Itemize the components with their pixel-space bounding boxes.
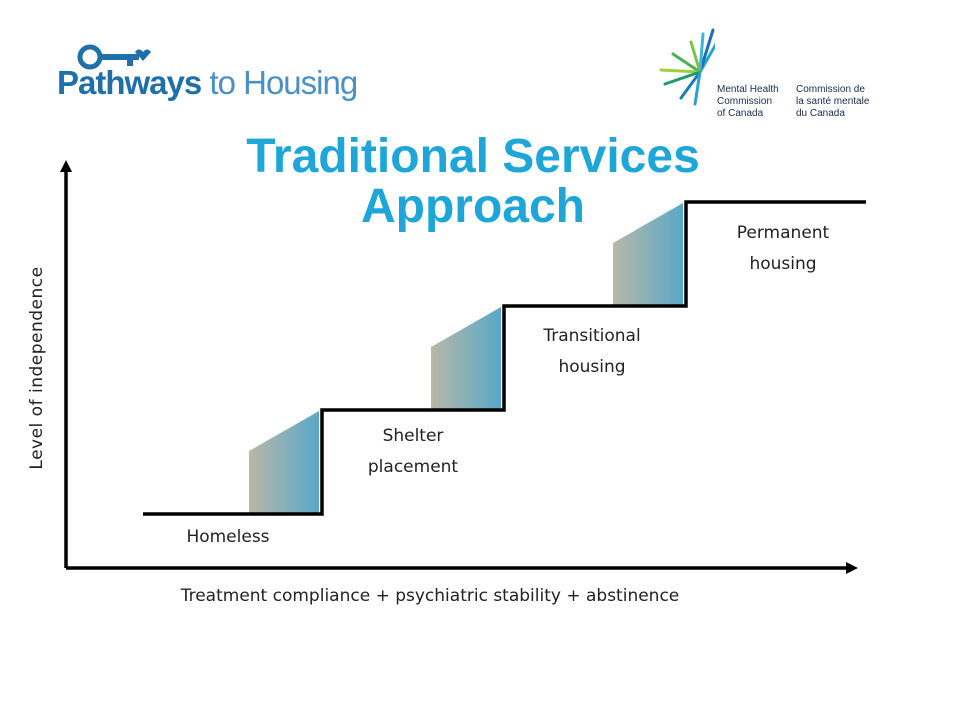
pathways-logo-text: Pathways to Housing — [57, 64, 358, 101]
step-ramp — [613, 203, 683, 305]
step-label: Homeless — [148, 522, 308, 553]
pathways-logo — [77, 44, 151, 70]
step-label-line: placement — [367, 457, 459, 477]
mhcc-starburst-icon — [659, 28, 715, 106]
step-label: Permanent housing — [703, 218, 863, 280]
step-label: Shelter placement — [333, 421, 493, 483]
mhcc-name-french: Commission de la santé mentale du Canada — [796, 84, 870, 119]
heart-icon — [135, 49, 151, 61]
staircase-line — [143, 200, 866, 516]
step-label-line: Homeless — [186, 527, 270, 547]
step-label-line: housing — [749, 254, 817, 274]
step-label-line: housing — [558, 357, 626, 377]
step-label-line: Shelter — [382, 426, 444, 446]
x-axis-label: Treatment compliance + psychiatric stabi… — [180, 586, 680, 606]
mhcc-name-english: Mental Health Commission of Canada — [717, 84, 779, 119]
step-ramp — [249, 411, 319, 513]
page-title: Traditional Services Approach — [246, 130, 700, 233]
step-ramp — [431, 307, 501, 409]
step-label: Transitional housing — [512, 321, 672, 383]
step-label-line: Permanent — [736, 223, 830, 243]
step-label-line: Transitional — [543, 326, 641, 346]
y-axis-label: Level of independence — [27, 266, 47, 470]
